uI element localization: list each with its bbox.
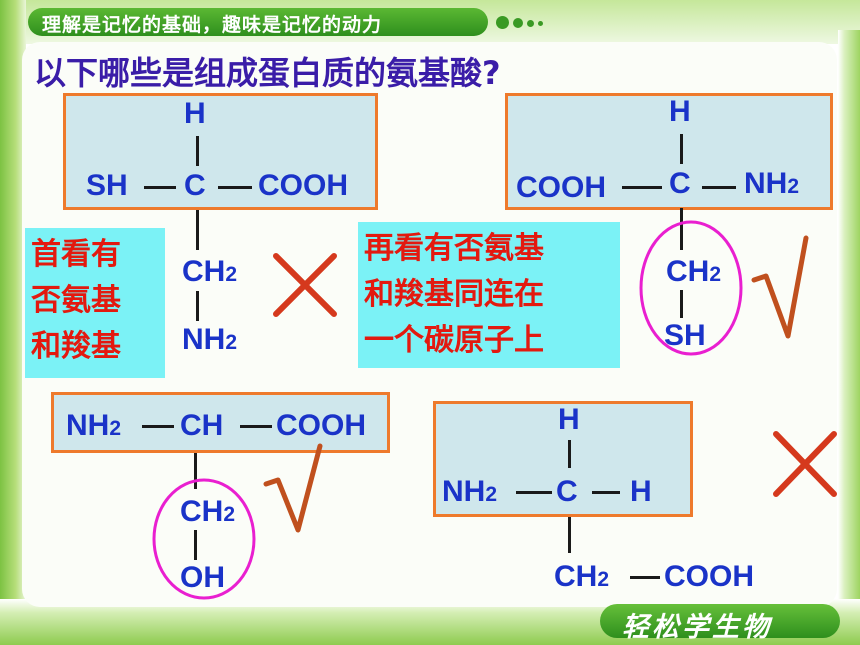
m4-bond-cooh [630, 576, 660, 579]
note-middle-line-2: 和羧基同连在 [364, 277, 544, 312]
m3-ch: CH [180, 409, 224, 442]
m3-nh2: NH2 [66, 409, 122, 442]
frame-right-border [838, 30, 860, 610]
frame-left-border [0, 0, 26, 645]
check-mark-2 [751, 235, 809, 339]
m1-nh2: NH2 [182, 323, 238, 356]
m4-bond-down [568, 517, 571, 553]
m4-bond-top [568, 440, 571, 468]
m1-bond-down [196, 210, 199, 250]
m4-bond-left [516, 491, 552, 494]
motto-banner [28, 8, 488, 36]
decor-dot [538, 21, 543, 26]
m1-bond-left [144, 186, 176, 189]
note-left-line-1: 首看有 [31, 237, 121, 272]
m3-bond-left [142, 425, 174, 428]
decor-dot [496, 16, 509, 29]
cross-mark-4 [773, 431, 837, 497]
m4-c: C [556, 475, 578, 508]
brand-text: 轻松学生物 [622, 612, 772, 643]
note-left: 首看有 否氨基 和羧基 [25, 228, 165, 378]
m3-oh: OH [180, 561, 225, 594]
m2-cooh: COOH [516, 171, 606, 204]
m1-sh: SH [86, 169, 128, 202]
m4-nh2: NH2 [442, 475, 498, 508]
m3-bond-down [194, 453, 197, 489]
molecule-1-box [63, 93, 378, 210]
m4-cooh: COOH [664, 560, 754, 593]
m1-cooh: COOH [258, 169, 348, 202]
cross-mark-1 [273, 253, 337, 317]
m1-bond-down-2 [196, 291, 199, 321]
m4-ch2: CH2 [554, 560, 610, 593]
m3-bond-right [240, 425, 272, 428]
m2-bond-left [622, 186, 662, 189]
m2-bond-top [680, 134, 683, 164]
brand-banner [600, 604, 840, 638]
m2-sh: SH [664, 319, 706, 352]
molecule-3-box [51, 392, 390, 453]
m1-h: H [184, 97, 206, 130]
circle-highlight-3 [152, 478, 256, 600]
note-left-line-3: 和羧基 [31, 329, 121, 364]
circle-highlight-2 [639, 220, 743, 356]
decor-dot [527, 20, 534, 27]
m3-cooh: COOH [276, 409, 366, 442]
note-left-line-2: 否氨基 [31, 283, 121, 318]
m4-h-right: H [630, 475, 652, 508]
m2-nh2: NH2 [744, 167, 800, 200]
m4-h-top: H [558, 403, 580, 436]
m2-ch2: CH2 [666, 255, 722, 288]
m3-bond-down-2 [194, 530, 197, 560]
note-middle: 再看有否氨基 和羧基同连在 一个碳原子上 [358, 222, 620, 368]
motto-text: 理解是记忆的基础，趣味是记忆的动力 [42, 14, 383, 36]
question-title: 以下哪些是组成蛋白质的氨基酸? [34, 54, 501, 92]
decor-dot [513, 18, 523, 28]
molecule-2-box [505, 93, 833, 210]
m2-bond-right [702, 186, 736, 189]
m1-c: C [184, 169, 206, 202]
m2-bond-down [680, 208, 683, 250]
check-mark-3 [263, 443, 323, 533]
m1-bond-top [196, 136, 199, 166]
molecule-4-box [433, 401, 693, 517]
note-middle-line-1: 再看有否氨基 [364, 231, 544, 266]
m1-bond-right [218, 186, 252, 189]
m2-h: H [669, 95, 691, 128]
m4-bond-right [592, 491, 620, 494]
m3-ch2: CH2 [180, 495, 236, 528]
m1-ch2: CH2 [182, 255, 238, 288]
m2-bond-down-2 [680, 290, 683, 318]
m2-c: C [669, 167, 691, 200]
note-middle-line-3: 一个碳原子上 [364, 323, 544, 358]
